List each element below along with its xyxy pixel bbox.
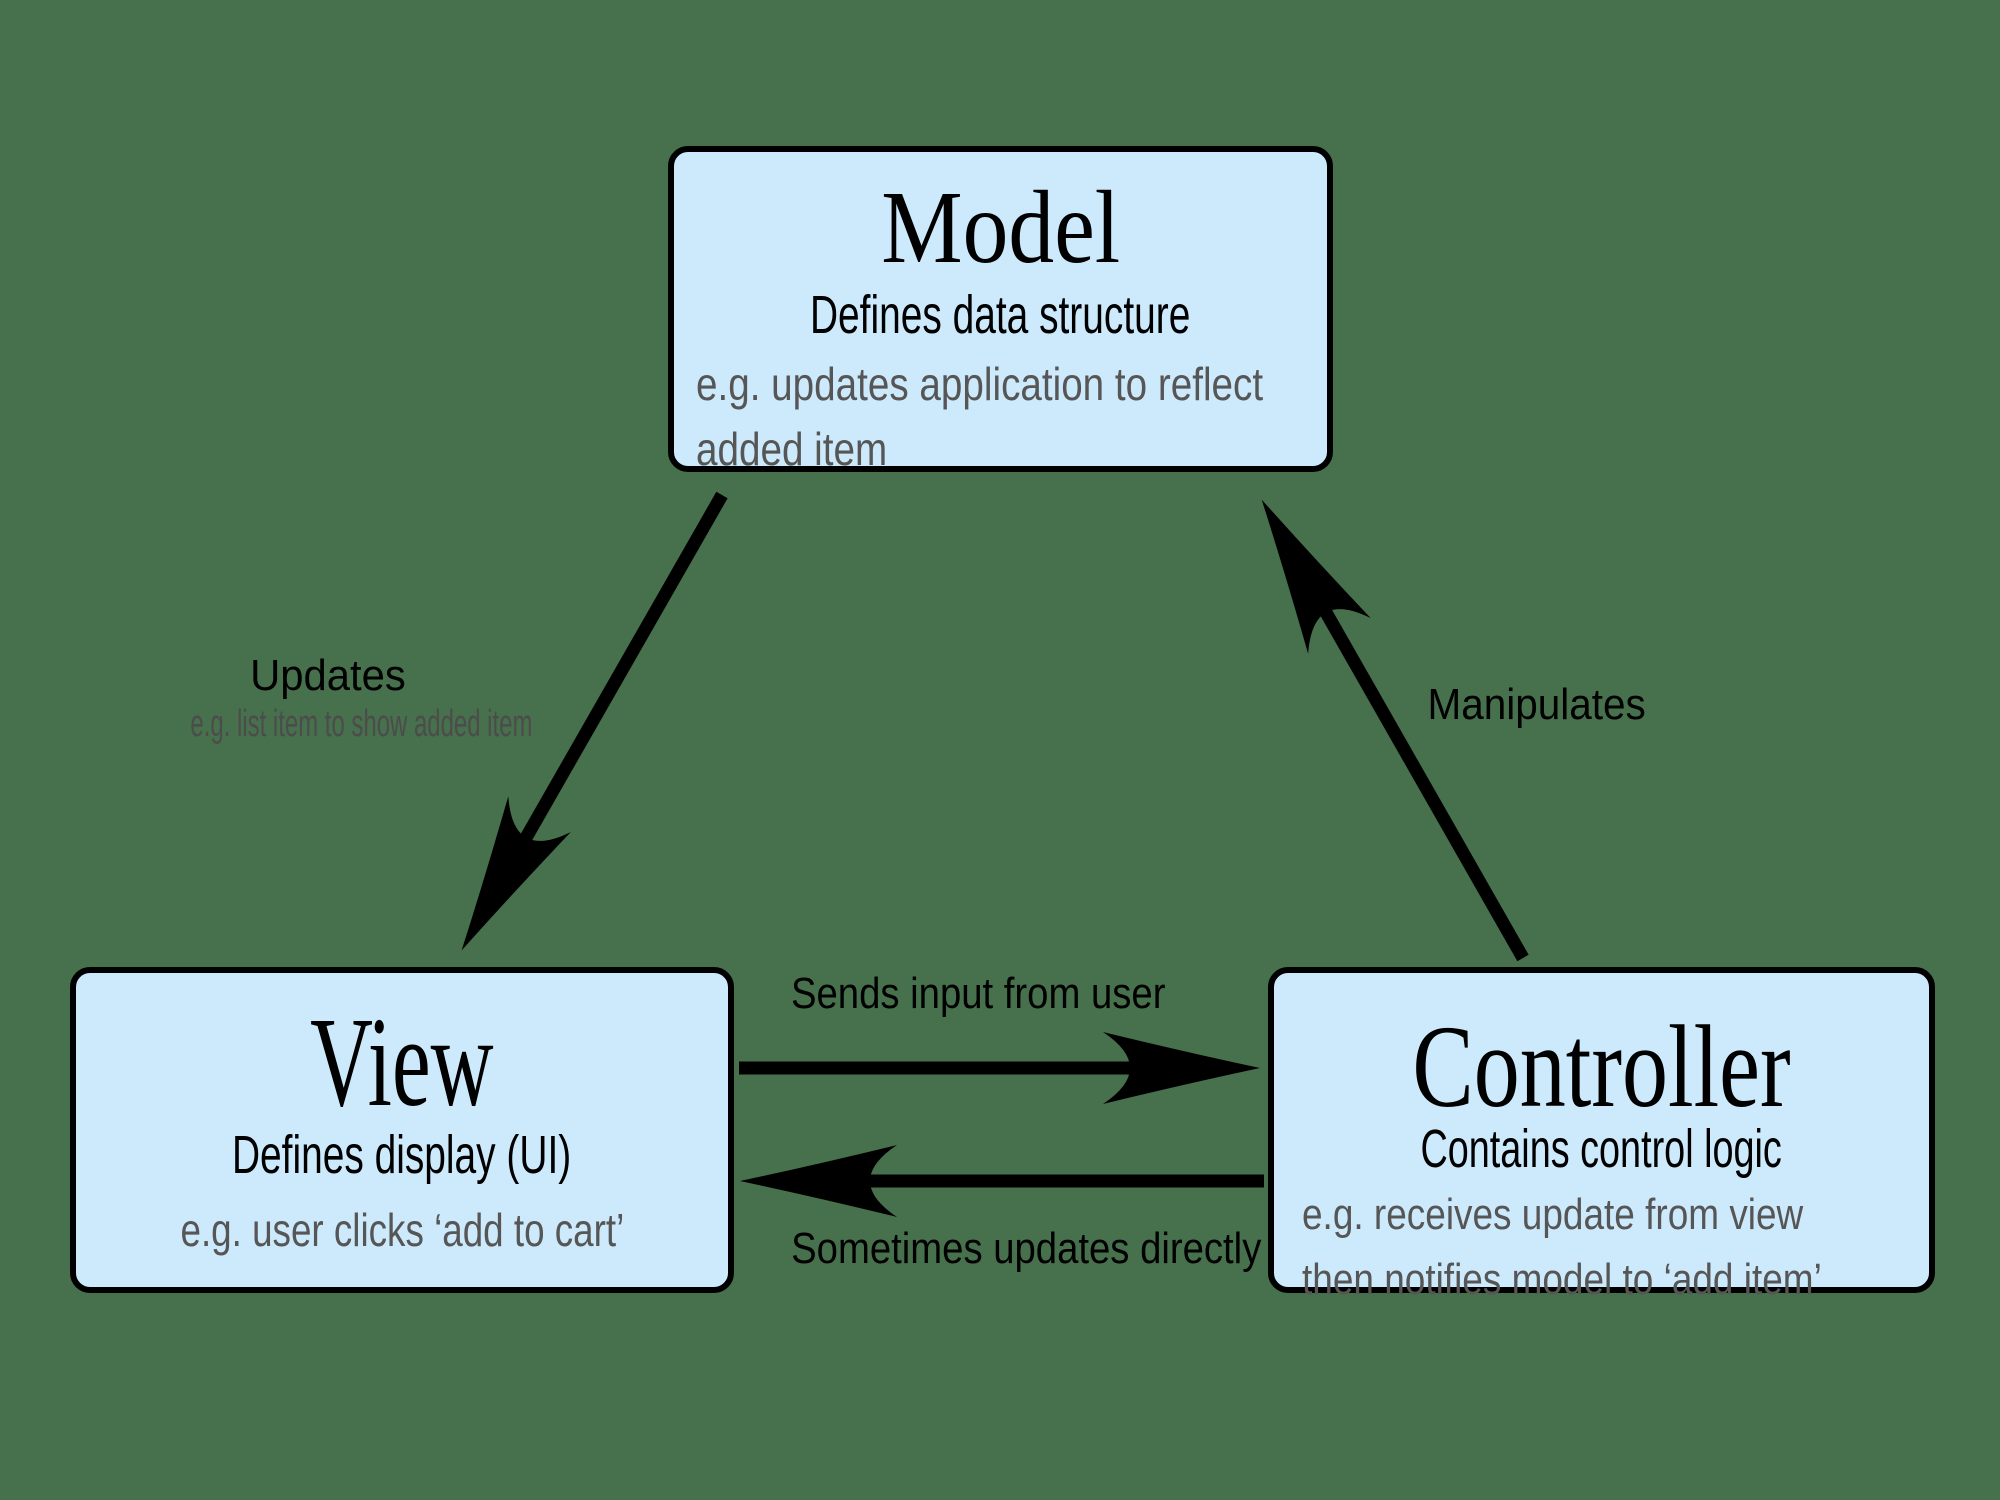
manipulates-arrow-label: Manipulates <box>1427 680 1647 729</box>
model-node <box>668 146 1333 472</box>
controller-subtitle: Contains control logic <box>1420 1119 1783 1179</box>
controller-node <box>1268 967 1935 1293</box>
updates-arrow-sublabel: e.g. list item to show added item <box>190 703 532 745</box>
arrow-controller-to-model <box>1261 499 1529 962</box>
model-example: e.g. updates application to reflect adde… <box>696 358 1264 476</box>
model-subtitle: Defines data structure <box>810 285 1191 345</box>
view-subtitle: Defines display (UI) <box>232 1125 572 1185</box>
view-node <box>70 967 734 1293</box>
view-title: View <box>310 991 494 1133</box>
sends-input-arrow-label: Sends input from user <box>790 969 1166 1018</box>
updates-arrow-label: Updates <box>250 651 406 700</box>
view-example: e.g. user clicks ‘add to cart’ <box>180 1204 624 1256</box>
controller-title: Controller <box>1412 1001 1791 1132</box>
controller-example: e.g. receives update from view then noti… <box>1302 1190 1822 1305</box>
sometimes-updates-arrow-label: Sometimes updates directly <box>791 1224 1262 1273</box>
model-title: Model <box>881 170 1120 285</box>
